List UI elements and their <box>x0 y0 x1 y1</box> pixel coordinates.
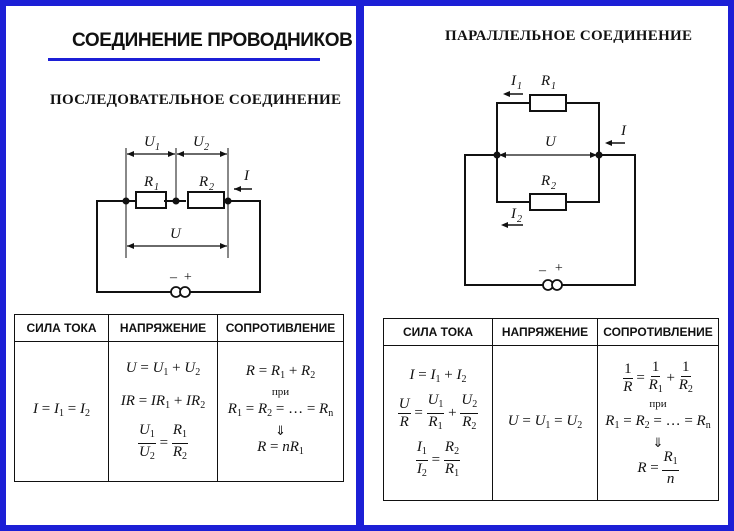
frame-right-border <box>728 0 734 531</box>
frame-bottom-border <box>0 525 734 531</box>
svg-text:R: R <box>198 174 208 190</box>
svg-text:R: R <box>540 173 550 189</box>
frame-top-border <box>0 0 734 6</box>
header-voltage: НАПРЯЖЕНИЕ <box>492 318 598 346</box>
svg-text:I: I <box>243 168 250 184</box>
series-subtitle: ПОСЛЕДОВАТЕЛЬНОЕ СОЕДИНЕНИЕ <box>50 92 342 108</box>
resistor-r1 <box>529 94 567 112</box>
svg-text:2: 2 <box>209 182 214 193</box>
svg-text:1: 1 <box>154 182 159 193</box>
svg-text:U: U <box>144 134 156 150</box>
svg-text:1: 1 <box>551 81 556 92</box>
parallel-formula-table: СИЛА ТОКА НАПРЯЖЕНИЕ СОПРОТИВЛЕНИЕ I = I… <box>383 318 719 501</box>
terminal-plus <box>179 286 191 298</box>
series-formula-table: СИЛА ТОКА НАПРЯЖЕНИЕ СОПРОТИВЛЕНИЕ I = I… <box>14 314 344 482</box>
terminal-plus <box>551 279 563 291</box>
header-resistance: СОПРОТИВЛЕНИЕ <box>217 314 344 342</box>
resistor-r2 <box>529 193 567 211</box>
svg-text:U: U <box>170 226 182 242</box>
frame-divider <box>356 0 364 531</box>
svg-text:2: 2 <box>204 142 209 153</box>
svg-text:R: R <box>540 73 550 89</box>
header-current: СИЛА ТОКА <box>14 314 109 342</box>
svg-text:2: 2 <box>517 214 522 225</box>
word-pri: при <box>649 397 667 410</box>
svg-text:–: – <box>169 270 178 285</box>
svg-text:1: 1 <box>517 81 522 92</box>
svg-text:R: R <box>143 174 153 190</box>
svg-text:+: + <box>183 270 192 285</box>
svg-text:I: I <box>510 206 517 222</box>
parallel-voltage-formula: U = U1 = U2 <box>492 345 598 501</box>
header-current: СИЛА ТОКА <box>383 318 493 346</box>
svg-text:I: I <box>510 73 517 89</box>
svg-text:–: – <box>538 263 547 278</box>
svg-text:U: U <box>545 134 557 150</box>
header-voltage: НАПРЯЖЕНИЕ <box>108 314 218 342</box>
resistor-r1 <box>135 191 167 209</box>
page-title: СОЕДИНЕНИЕ ПРОВОДНИКОВ <box>72 30 353 51</box>
word-pri: при <box>271 386 290 398</box>
svg-text:+: + <box>554 261 563 276</box>
svg-text:U: U <box>193 134 205 150</box>
resistor-r2 <box>187 191 225 209</box>
series-current-formula: I = I1 = I2 <box>14 341 109 482</box>
frame-left-border <box>0 0 6 531</box>
parallel-title: ПАРАЛЛЕЛЬНОЕ СОЕДИНЕНИЕ <box>445 28 693 44</box>
svg-text:I: I <box>620 123 627 139</box>
svg-text:2: 2 <box>551 181 556 192</box>
series-resistance-formula: R = R1 + R2 при R1 = R2 = … = Rn ⇓ R = n… <box>217 341 344 482</box>
title-underline <box>48 58 320 61</box>
svg-text:1: 1 <box>155 142 160 153</box>
header-resistance: СОПРОТИВЛЕНИЕ <box>597 318 719 346</box>
